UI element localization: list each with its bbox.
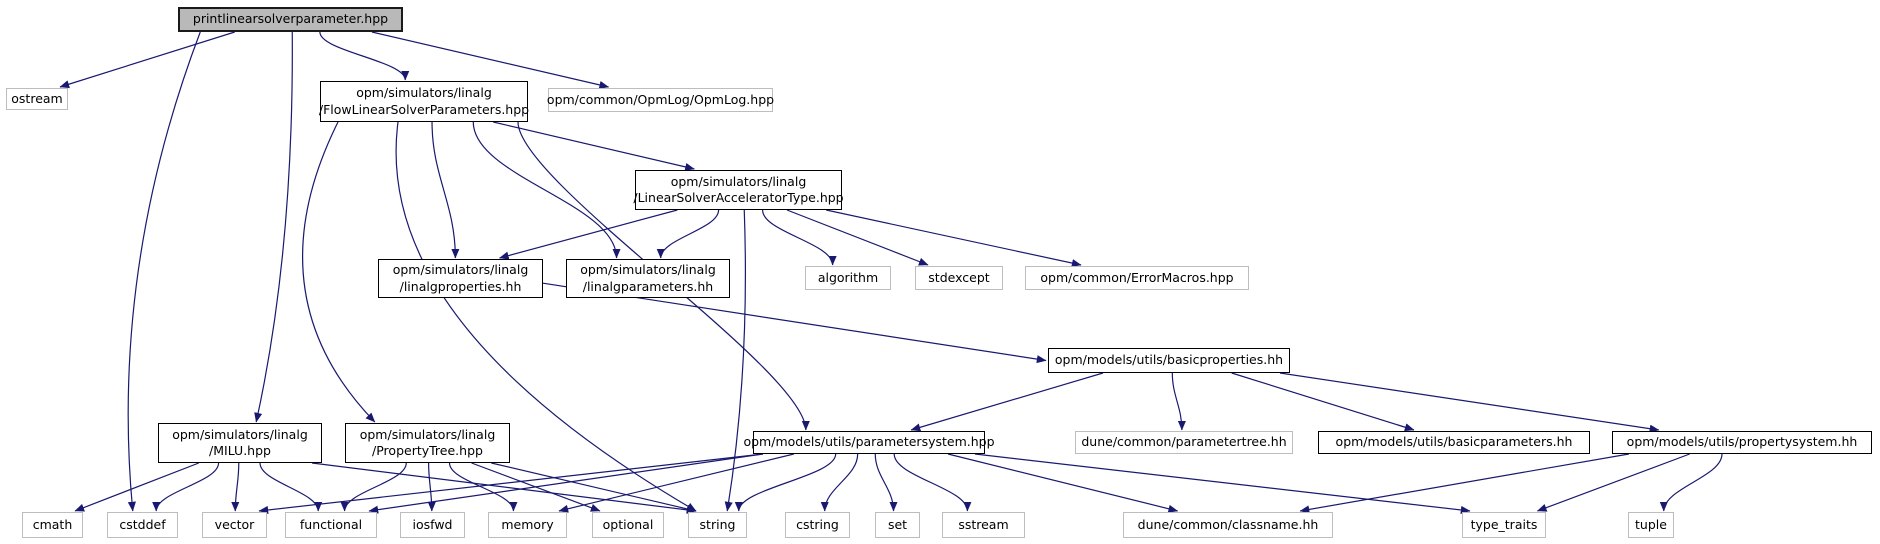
node-lsat[interactable]: opm/simulators/linalg /LinearSolverAccel… xyxy=(633,170,844,210)
node-errormacros: opm/common/ErrorMacros.hpp xyxy=(1025,266,1249,290)
edge-paramsys-set xyxy=(874,453,898,512)
node-stdexcept: stdexcept xyxy=(915,266,1003,290)
node-sstream: sstream xyxy=(942,512,1025,538)
edge-proptree-memory xyxy=(448,462,518,512)
edge-milu-functional xyxy=(259,462,323,512)
edge-paramsys-memory xyxy=(558,453,795,513)
edge-title-cstddef xyxy=(127,31,201,512)
node-cstddef: cstddef xyxy=(107,512,178,538)
node-paramsys[interactable]: opm/models/utils/parametersystem.hpp xyxy=(743,431,995,454)
edge-paramsys-typetraits xyxy=(974,453,1471,515)
node-optional: optional xyxy=(592,512,664,538)
node-propsys[interactable]: opm/models/utils/propertysystem.hh xyxy=(1612,431,1872,454)
node-title: printlinearsolverparameter.hpp xyxy=(178,7,403,32)
edge-milu-cstddef xyxy=(152,462,220,512)
edge-flow-lsat xyxy=(493,121,695,171)
edge-propsys-typetraits xyxy=(1536,453,1690,512)
edge-lsat-algorithm xyxy=(761,209,837,266)
node-cstring: cstring xyxy=(785,512,850,538)
node-basicparams[interactable]: opm/models/utils/basicparameters.hh xyxy=(1318,431,1590,454)
node-proptree[interactable]: opm/simulators/linalg /PropertyTree.hpp xyxy=(345,423,510,463)
edge-paramsys-sstream xyxy=(893,453,972,512)
edge-proptree-string xyxy=(491,462,697,513)
edge-paramsys-cstring xyxy=(820,453,859,512)
node-cmath: cmath xyxy=(22,512,83,538)
edge-title-flow xyxy=(319,31,410,81)
edge-lsat-linalgparams xyxy=(656,209,720,259)
edge-propsys-classname xyxy=(1299,453,1630,514)
node-set: set xyxy=(875,512,920,538)
node-opmlog: opm/common/OpmLog/OpmLog.hpp xyxy=(547,88,774,112)
edge-flow-proptree xyxy=(302,121,376,423)
edge-proptree-functional xyxy=(340,462,407,512)
edge-paramsys-string xyxy=(734,453,837,512)
node-flow[interactable]: opm/simulators/linalg /FlowLinearSolverP… xyxy=(319,81,529,122)
edge-title-opmlog xyxy=(371,31,610,89)
edge-lsat-errormacros xyxy=(826,209,1082,268)
edge-flow-string xyxy=(395,121,697,512)
node-iosfwd: iosfwd xyxy=(400,512,465,538)
node-ostream: ostream xyxy=(6,88,68,110)
edge-basicproperties-paramsys xyxy=(910,372,1104,432)
node-string: string xyxy=(688,512,747,538)
edge-basicproperties-propsys xyxy=(1279,372,1660,433)
edge-paramsys-classname xyxy=(947,453,1179,513)
edge-lsat-stdexcept xyxy=(786,209,929,266)
edge-paramsys-vector xyxy=(258,453,764,515)
edge-propsys-tuple xyxy=(1659,453,1723,512)
edge-milu-string xyxy=(311,462,697,514)
edge-flow-linalgparams xyxy=(472,121,621,259)
edge-basicproperties-paramtree xyxy=(1171,372,1186,431)
node-linalgprops[interactable]: opm/simulators/linalg /linalgproperties.… xyxy=(378,259,543,298)
edge-lsat-string xyxy=(724,209,746,512)
node-vector: vector xyxy=(202,512,267,538)
node-classname: dune/common/classname.hh xyxy=(1123,512,1333,538)
node-paramtree: dune/common/parametertree.hh xyxy=(1075,431,1293,454)
edge-paramsys-functional xyxy=(368,453,764,514)
node-milu[interactable]: opm/simulators/linalg /MILU.hpp xyxy=(158,423,322,463)
node-basicproperties[interactable]: opm/models/utils/basicproperties.hh xyxy=(1048,348,1290,373)
edge-basicproperties-basicparams xyxy=(1231,372,1415,432)
node-algorithm: algorithm xyxy=(805,266,891,290)
node-memory: memory xyxy=(488,512,567,538)
node-tuple: tuple xyxy=(1628,512,1674,538)
edge-title-milu xyxy=(254,31,293,423)
node-functional: functional xyxy=(285,512,377,538)
edge-title-ostream xyxy=(59,31,235,89)
node-linalgparams[interactable]: opm/simulators/linalg /linalgparameters.… xyxy=(566,259,730,298)
node-typetraits: type_traits xyxy=(1462,512,1546,538)
edge-proptree-iosfwd xyxy=(427,462,436,512)
edge-milu-cmath xyxy=(74,462,199,512)
edge-flow-linalgprops xyxy=(431,121,460,259)
edge-lsat-linalgprops xyxy=(499,209,678,260)
edge-milu-vector xyxy=(231,462,240,512)
